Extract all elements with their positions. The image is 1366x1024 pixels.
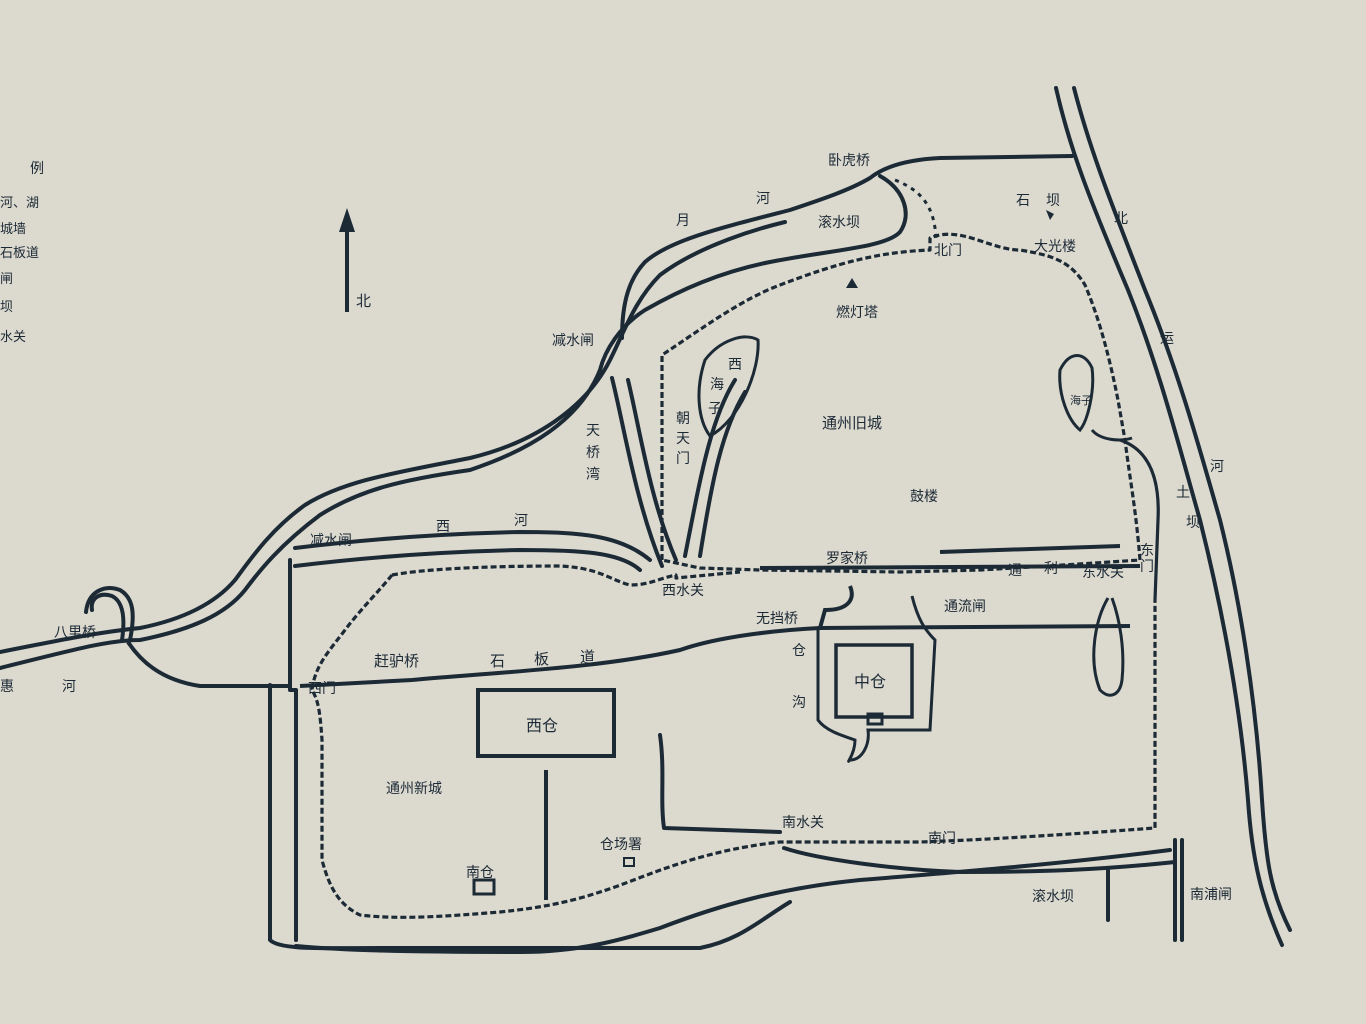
- label-shibandao-3: 道: [580, 648, 596, 666]
- label-xi-shuiguan: 西水关: [662, 583, 704, 599]
- label-wohu-bridge: 卧虎桥: [828, 153, 870, 169]
- bali-bridge-loop: [84, 586, 292, 688]
- legend-item: 石板道: [0, 246, 40, 261]
- legend-item: 城墙: [0, 222, 27, 237]
- xi-haizi-lake: [697, 335, 760, 438]
- xi-cang-box: [476, 688, 616, 758]
- label-xi-men: 西门: [308, 681, 336, 697]
- label-he: 河: [756, 191, 770, 207]
- east-loop-lake: [1092, 597, 1125, 697]
- label-tianqiao-2: 桥: [586, 445, 600, 461]
- pagoda-icon: [846, 278, 858, 288]
- legend-item: 坝: [0, 300, 14, 315]
- label-zhong-cang: 中仓: [854, 672, 887, 691]
- label-shibandao-2: 板: [534, 650, 550, 668]
- label-xi-haizi-1: 西: [728, 357, 742, 373]
- label-cangchang-shu: 仓场署: [600, 837, 642, 853]
- new-city-wall: [310, 564, 1157, 919]
- label-cang-gou-2: 沟: [792, 695, 806, 711]
- label-shibandao-1: 石: [490, 652, 506, 670]
- label-ba: 坝: [1046, 193, 1060, 209]
- nan-cang-box: [472, 878, 496, 896]
- label-nan-cang: 南仓: [466, 865, 494, 881]
- label-xi-haizi-3: 子: [708, 401, 722, 417]
- legend-item: 河、湖: [0, 196, 40, 211]
- label-tonghui-1: 惠: [0, 679, 14, 695]
- label-chaotian-1: 朝: [676, 411, 690, 427]
- zhong-cang-enclosure: [816, 595, 937, 763]
- south-channels: [1106, 838, 1184, 942]
- legend-item: 闸: [0, 272, 14, 287]
- label-gunshui-ba-top: 滚水坝: [818, 215, 860, 231]
- label-nanpu-zha: 南浦闸: [1190, 887, 1232, 903]
- label-xi-haizi-2: 海: [710, 377, 724, 393]
- stone-road: [299, 544, 1141, 688]
- river-system-west: [0, 154, 1074, 670]
- label-beiyun-2: 运: [1160, 331, 1174, 347]
- label-ganlv-bridge: 赶驴桥: [374, 652, 420, 670]
- label-tu-ba-1: 土: [1176, 485, 1190, 501]
- cangchang-shu-box: [623, 857, 635, 867]
- label-dong-shuiguan: 东水关: [1082, 565, 1124, 581]
- xi-he-channel: [293, 376, 747, 572]
- north-label: 北: [356, 292, 372, 310]
- label-wudang-bridge: 无挡桥: [756, 611, 798, 627]
- label-randeng-ta: 燃灯塔: [836, 305, 878, 321]
- label-luojia-bridge: 罗家桥: [826, 551, 868, 567]
- label-shi: 石: [1016, 193, 1030, 209]
- label-tongzhou-old: 通州旧城: [822, 414, 883, 432]
- label-gu-lou: 鼓楼: [910, 489, 938, 505]
- label-chaotian-3: 门: [676, 451, 690, 467]
- label-ba-li-bridge: 八里桥: [54, 625, 96, 641]
- label-cang-gou-1: 仓: [792, 643, 806, 659]
- label-beiyun-1: 北: [1114, 211, 1128, 227]
- label-tianqiao-1: 天: [586, 423, 600, 439]
- label-dong-men-1: 东: [1140, 543, 1154, 559]
- label-hai-zi-east: 海子: [1070, 394, 1092, 407]
- label-xi-he-2: 河: [514, 513, 528, 529]
- label-jianshui-zha-west: 减水闸: [310, 533, 352, 549]
- label-daguang-lou: 大光楼: [1034, 239, 1076, 255]
- legend-title: 例: [30, 161, 44, 177]
- label-nan-men: 南门: [928, 831, 956, 847]
- east-haizi-lake: [1058, 354, 1133, 442]
- label-tonghui-2: 河: [62, 679, 76, 695]
- label-tongliu-zha: 通流闸: [944, 599, 986, 615]
- label-nan-shuiguan: 南水关: [782, 815, 824, 831]
- north-canal: [1054, 86, 1292, 947]
- label-jianshui-zha-top: 减水闸: [552, 333, 594, 349]
- label-yue: 月: [676, 213, 690, 229]
- label-dong-men-2: 门: [1140, 559, 1154, 575]
- label-chaotian-2: 天: [676, 431, 690, 447]
- old-city-wall: [660, 232, 1160, 601]
- label-xi-he-1: 西: [436, 519, 450, 535]
- label-tongzhou-new: 通州新城: [386, 781, 442, 797]
- outer-moat: [268, 558, 1177, 954]
- legend-item: 水关: [0, 330, 27, 345]
- label-xi-cang: 西仓: [526, 716, 559, 735]
- label-tu-ba-2: 坝: [1186, 515, 1200, 531]
- label-tianqiao-3: 湾: [586, 467, 600, 483]
- label-bei-men: 北门: [934, 243, 962, 259]
- label-gunshui-ba-bottom: 滚水坝: [1032, 889, 1074, 905]
- label-tongli-1: 通: [1008, 563, 1022, 579]
- north-arrow: [339, 208, 355, 312]
- tower-icon: [1046, 210, 1054, 220]
- label-beiyun-3: 河: [1210, 459, 1224, 475]
- label-tongli-2: 利: [1044, 561, 1058, 577]
